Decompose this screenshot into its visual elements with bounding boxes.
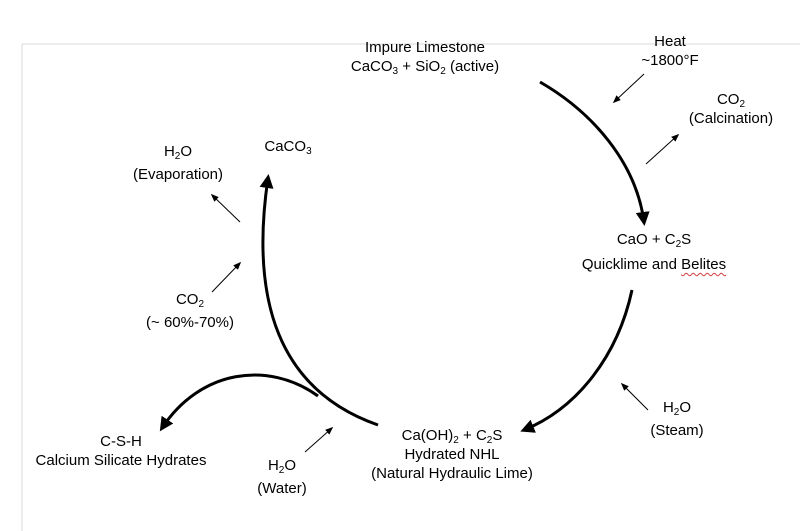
arrow-limestone-to-quicklime: [539, 80, 650, 226]
arrow-steam-in: [620, 382, 649, 411]
hydrated-subtitle: (Natural Hydraulic Lime): [371, 465, 533, 482]
node-csh: C-S-H Calcium Silicate Hydrates: [36, 432, 207, 470]
evaporation-formula: H2O: [163, 143, 193, 162]
arrow-heat-in: [612, 73, 645, 104]
co2-absorb-label: (~ 60%-70%): [146, 314, 234, 331]
arrow-hydrated-to-carbonate: [259, 174, 379, 427]
node-quicklime: CaO + C2S Quicklime and Belites: [582, 230, 726, 274]
arrow-co2-in: [211, 261, 242, 293]
output-co2-calcination: CO2 (Calcination): [689, 90, 773, 128]
input-water: H2O (Water): [257, 456, 306, 498]
hydrated-title: Hydrated NHL: [404, 446, 500, 463]
node-hydrated: Ca(OH)2 + C2S Hydrated NHL (Natural Hydr…: [371, 426, 533, 483]
co2-calcination-formula: CO2: [716, 91, 746, 110]
input-heat: Heat ~1800°F: [641, 32, 698, 70]
csh-formula: C-S-H: [100, 433, 142, 450]
arrow-quicklime-to-hydrated: [520, 289, 634, 433]
steam-label: (Steam): [650, 422, 704, 439]
heat-label: Heat: [654, 33, 686, 50]
steam-formula: H2O: [662, 399, 692, 418]
evaporation-label: (Evaporation): [132, 166, 224, 183]
arrow-evaporation-out: [210, 193, 241, 223]
arrow-co2-calcination-out: [645, 133, 680, 165]
limestone-formula: CaCO3 + SiO2 (active): [350, 58, 500, 77]
quicklime-formula: CaO + C2S: [616, 231, 692, 250]
co2-absorb-formula: CO2: [175, 291, 205, 310]
arrow-hydrated-to-csh: [159, 373, 319, 432]
water-label: (Water): [257, 480, 307, 497]
water-formula: H2O: [267, 457, 297, 476]
limestone-title: Impure Limestone: [364, 39, 486, 56]
output-evaporation: H2O (Evaporation): [133, 142, 223, 184]
input-co2-absorb: CO2 (~ 60%-70%): [146, 290, 234, 332]
hydrated-formula: Ca(OH)2 + C2S: [401, 427, 503, 446]
heat-temperature: ~1800°F: [641, 52, 699, 69]
arrow-water-in: [304, 426, 334, 453]
node-limestone: Impure Limestone CaCO3 + SiO2 (active): [350, 38, 500, 77]
input-steam: H2O (Steam): [650, 398, 703, 440]
node-carbonate: CaCO3: [264, 137, 312, 157]
co2-calcination-label: (Calcination): [688, 110, 774, 127]
quicklime-title: Quicklime and Belites: [581, 256, 727, 273]
csh-title: Calcium Silicate Hydrates: [35, 452, 207, 469]
carbonate-formula: CaCO3: [264, 138, 312, 157]
